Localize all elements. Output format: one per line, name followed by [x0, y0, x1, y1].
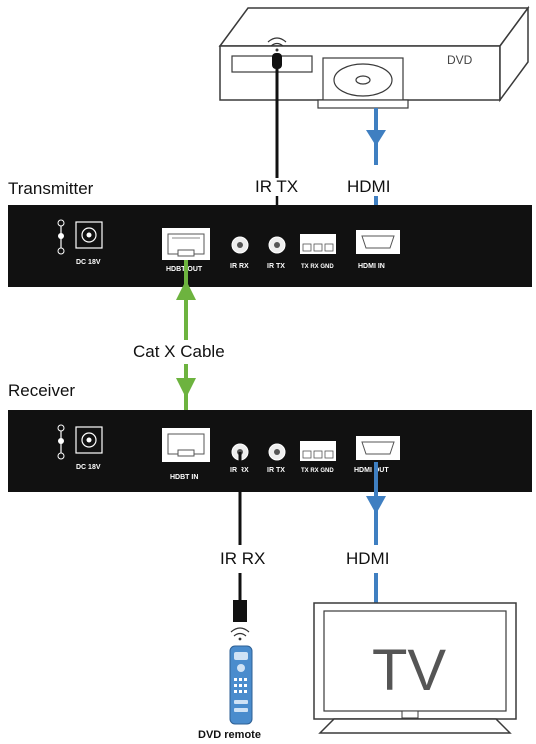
tx-hdmi-label: HDMI IN	[358, 263, 385, 270]
tx-ir-tx-label: IR TX	[267, 263, 285, 270]
rx-hdbt-label: HDBT IN	[170, 474, 198, 481]
dc-power-icon	[57, 219, 65, 255]
rx-ir-tx-label: IR TX	[267, 467, 285, 474]
rx-hdmi-label: HDMI OUT	[354, 467, 389, 474]
dvd-brand-label: DVD	[447, 53, 473, 67]
remote-control-icon	[229, 645, 253, 725]
hdmi-down-arrow-top	[366, 130, 386, 146]
remote-label: DVD remote	[198, 729, 261, 741]
terminal-block	[300, 234, 336, 254]
disc-tray	[317, 57, 409, 109]
receiver-label: Receiver	[8, 381, 75, 400]
rx-terminal-label: TX RX GND	[301, 468, 334, 474]
transmitter-unit: DC 18V HDBT OUT IR RX IR TX TX RX GND	[8, 205, 532, 287]
tv-label: TV	[372, 638, 446, 703]
cable-down-arrow	[176, 378, 196, 398]
hdbt-in-port	[162, 428, 210, 462]
cable-label-bg	[130, 340, 250, 364]
tx-ir-rx-label: IR RX	[230, 263, 249, 270]
ir-receiver-dongle	[233, 600, 247, 622]
cable-up-arrow	[176, 280, 196, 300]
receiver-unit: DC 18V HDBT IN IR RX IR TX TX RX GND HDM…	[8, 410, 532, 492]
ir-emitter-icon	[267, 37, 287, 69]
dvd-player: DVD	[218, 5, 530, 109]
tx-dc-label: DC 18V	[76, 259, 101, 266]
hdmi-bottom-label: HDMI	[346, 549, 389, 568]
terminal-block-rx	[300, 441, 336, 461]
dc-power-icon-rx	[57, 424, 65, 460]
rx-dc-label: DC 18V	[76, 464, 101, 471]
tv-display: TV	[313, 602, 517, 734]
cable-label: Cat X Cable	[133, 342, 225, 361]
hdmi-out-port	[356, 436, 400, 460]
hdbt-out-port	[162, 228, 210, 260]
hdmi-down-arrow-bottom	[366, 496, 386, 514]
ir-rx-label: IR RX	[220, 549, 265, 568]
transmitter-label: Transmitter	[8, 179, 94, 198]
hdmi-in-port	[356, 230, 400, 254]
hdmi-top-label: HDMI	[347, 177, 390, 196]
ir-signal-icon	[230, 627, 250, 641]
tx-terminal-label: TX RX GND	[301, 264, 334, 270]
ir-tx-label: IR TX	[255, 177, 298, 196]
